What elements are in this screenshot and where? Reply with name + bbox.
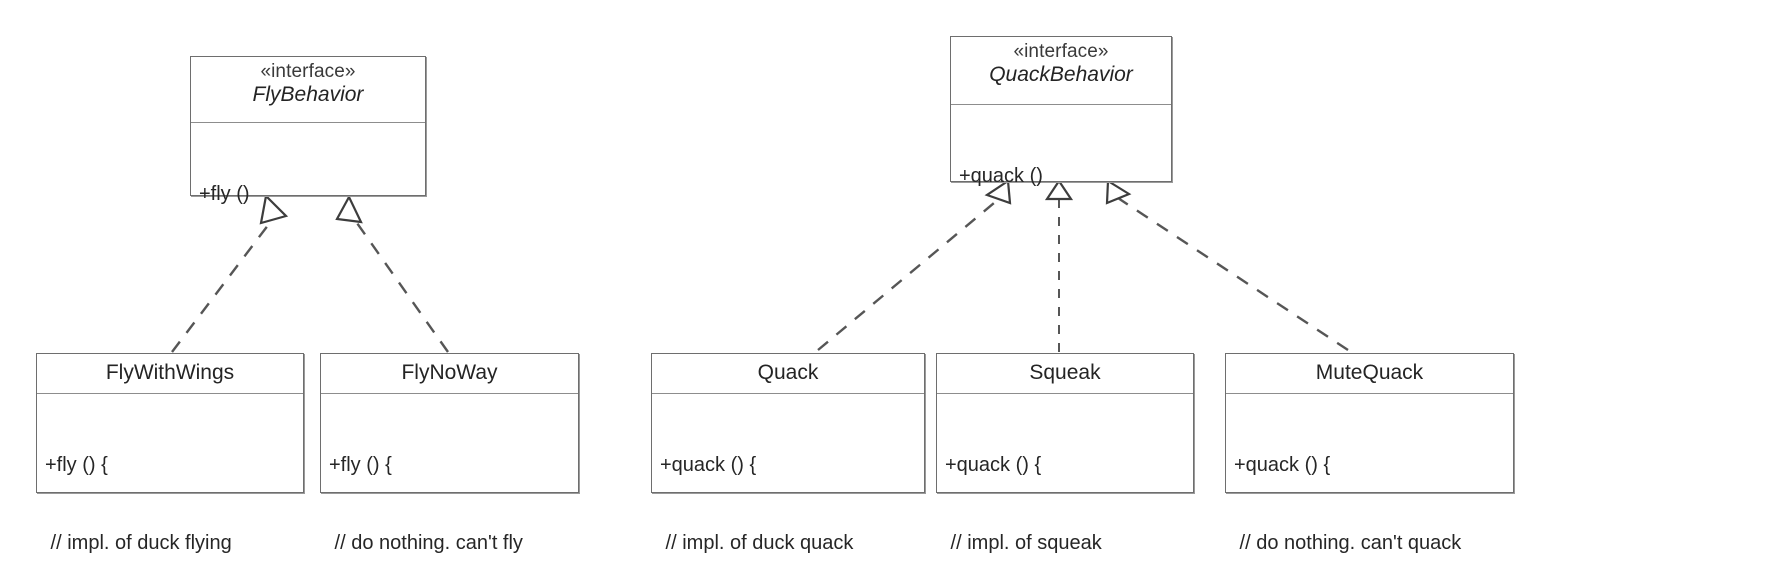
quack-body-line-0: +quack () {	[660, 454, 757, 476]
arrowhead-flywithwings	[259, 193, 289, 225]
squeak-body-line-1: // impl. of squeak	[945, 532, 1102, 554]
quackbehavior-header: «interface» QuackBehavior	[951, 37, 1171, 105]
flybehavior-header: «interface» FlyBehavior	[191, 57, 425, 123]
flybehavior-method-0: +fly ()	[199, 183, 250, 205]
flynoway-body-line-0: +fly () {	[329, 454, 392, 476]
flywithwings-body: +fly () { // impl. of duck flying }	[37, 394, 303, 584]
quackbehavior-methods: +quack ()	[951, 105, 1171, 245]
quackbehavior-stereotype: «interface»	[1013, 41, 1109, 62]
class-box-flybehavior[interactable]: «interface» FlyBehavior +fly ()	[190, 56, 426, 205]
squeak-header: Squeak	[937, 354, 1193, 394]
class-box-flynoway[interactable]: FlyNoWay +fly () { // do nothing. can't …	[320, 353, 579, 554]
quack-name: Quack	[757, 361, 819, 384]
mutequack-body: +quack () { // do nothing. can't quack }	[1226, 394, 1513, 584]
squeak-body: +quack () { // impl. of squeak }	[937, 394, 1193, 584]
flybehavior-methods: +fly ()	[191, 123, 425, 263]
realization-quack-to-quackbehavior	[817, 197, 1001, 351]
mutequack-header: MuteQuack	[1226, 354, 1513, 394]
squeak-body-line-0: +quack () {	[945, 454, 1042, 476]
flynoway-header: FlyNoWay	[321, 354, 578, 394]
flynoway-body: +fly () { // do nothing. can't fly }	[321, 394, 578, 584]
mutequack-body-line-1: // do nothing. can't quack	[1234, 532, 1462, 554]
flynoway-body-line-1: // do nothing. can't fly	[329, 532, 523, 554]
quackbehavior-name: QuackBehavior	[989, 63, 1133, 87]
arrowhead-squeak	[1044, 179, 1074, 201]
class-box-quackbehavior[interactable]: «interface» QuackBehavior +quack ()	[950, 36, 1172, 187]
flywithwings-body-line-1: // impl. of duck flying	[45, 532, 232, 554]
class-box-squeak[interactable]: Squeak +quack () { // impl. of squeak }	[936, 353, 1194, 554]
flybehavior-stereotype: «interface»	[260, 61, 356, 82]
arrowhead-flynoway	[335, 194, 363, 224]
quackbehavior-method-0: +quack ()	[959, 165, 1043, 187]
realization-flynoway-to-flybehavior	[351, 215, 449, 353]
flywithwings-header: FlyWithWings	[37, 354, 303, 394]
arrowhead-quack	[984, 179, 1012, 205]
flywithwings-name: FlyWithWings	[105, 361, 235, 384]
mutequack-name: MuteQuack	[1315, 361, 1424, 384]
flynoway-name: FlyNoWay	[401, 361, 498, 384]
realization-flywithwings-to-flybehavior	[171, 215, 276, 353]
flywithwings-body-line-0: +fly () {	[45, 454, 108, 476]
squeak-name: Squeak	[1029, 361, 1101, 384]
mutequack-body-line-0: +quack () {	[1234, 454, 1331, 476]
flybehavior-name: FlyBehavior	[252, 83, 364, 107]
quack-body: +quack () { // impl. of duck quack }	[652, 394, 924, 584]
quack-body-line-1: // impl. of duck quack	[660, 532, 854, 554]
class-box-quack[interactable]: Quack +quack () { // impl. of duck quack…	[651, 353, 925, 554]
quack-header: Quack	[652, 354, 924, 394]
class-box-flywithwings[interactable]: FlyWithWings +fly () { // impl. of duck …	[36, 353, 304, 554]
class-box-mutequack[interactable]: MuteQuack +quack () { // do nothing. can…	[1225, 353, 1514, 554]
arrowhead-mutequack	[1105, 179, 1132, 205]
